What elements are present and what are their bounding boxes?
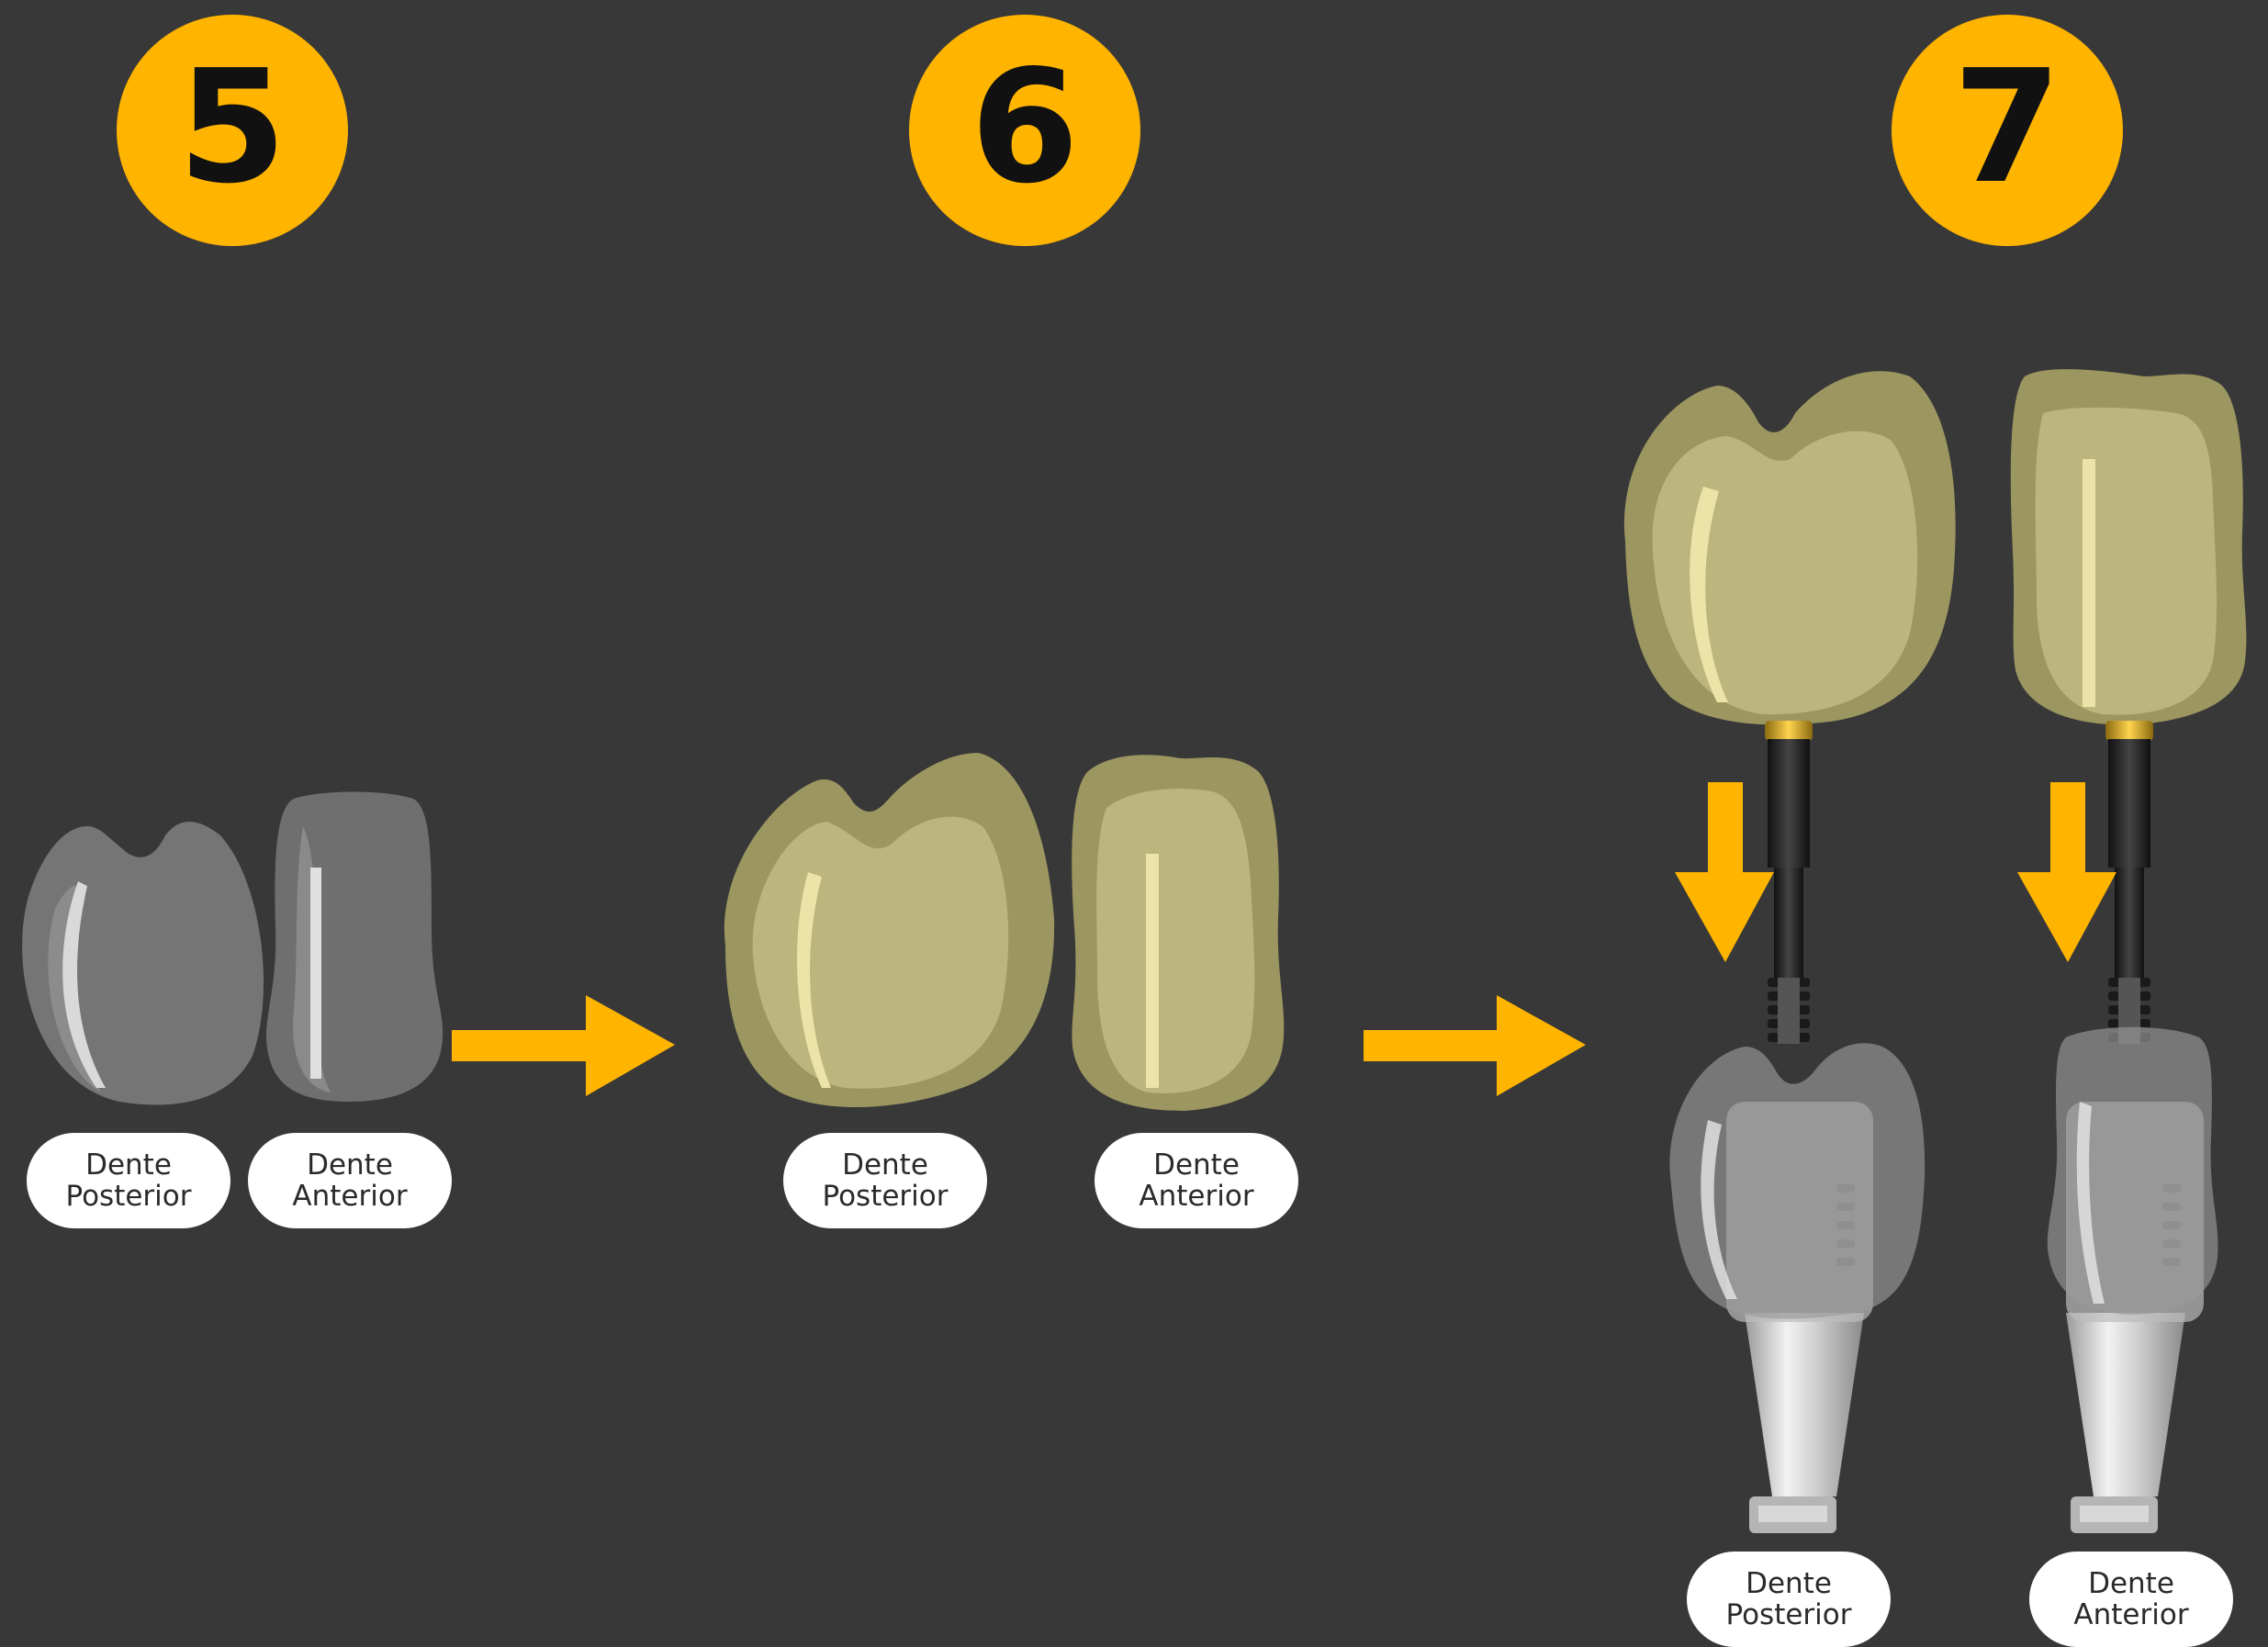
step5-posterior-tooth (22, 822, 264, 1104)
step7-anterior-label: Dente Anterior (2029, 1552, 2233, 1647)
step6-anterior-tooth (1072, 755, 1284, 1111)
step7-posterior-screw (1765, 721, 1813, 1044)
label-line-1: Dente (307, 1149, 393, 1181)
label-line-2: Posterior (1725, 1599, 1851, 1630)
label-line-1: Dente (2088, 1568, 2174, 1599)
label-line-2: Anterior (1139, 1181, 1253, 1212)
step7-posterior-down-arrow (1675, 782, 1774, 962)
step5-posterior-label: Dente Posterior (27, 1133, 230, 1228)
step7-anterior-abutment (2048, 1027, 2218, 1533)
step7-posterior-abutment (1669, 1043, 1925, 1533)
step6-anterior-label: Dente Anterior (1095, 1133, 1298, 1228)
step7-anterior-screw (2105, 721, 2153, 1044)
step7-anterior-down-arrow (2017, 782, 2116, 962)
step7-posterior-label: Dente Posterior (1687, 1552, 1891, 1647)
arrow-6-to-7 (1364, 995, 1586, 1096)
label-line-2: Anterior (292, 1181, 407, 1212)
label-line-2: Posterior (65, 1181, 191, 1212)
label-line-1: Dente (1746, 1568, 1832, 1599)
step6-posterior-tooth (724, 753, 1054, 1107)
label-line-1: Dente (1153, 1149, 1240, 1181)
label-line-2: Anterior (2073, 1599, 2188, 1630)
step5-anterior-tooth (266, 792, 443, 1103)
label-line-2: Posterior (822, 1181, 948, 1212)
step7-anterior-crown (2011, 369, 2247, 725)
step7-posterior-crown (1624, 371, 1956, 724)
label-line-1: Dente (842, 1149, 928, 1181)
label-line-1: Dente (85, 1149, 172, 1181)
step5-anterior-label: Dente Anterior (248, 1133, 452, 1228)
step6-posterior-label: Dente Posterior (783, 1133, 987, 1228)
arrow-5-to-6 (452, 995, 675, 1096)
